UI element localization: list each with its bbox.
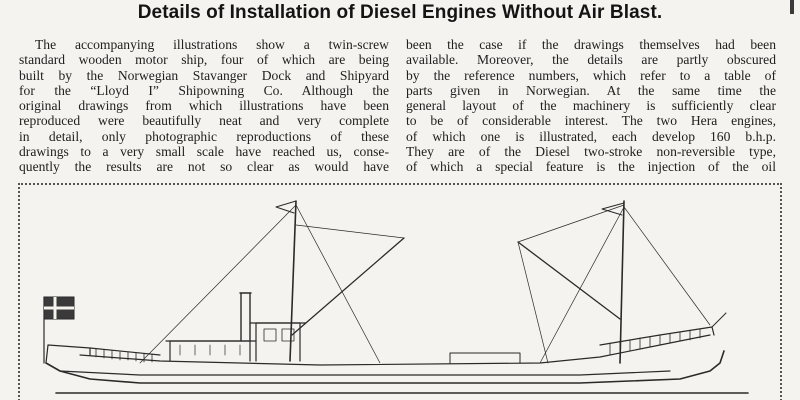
- left-column: The accompanying illustrations show a tw…: [19, 37, 389, 175]
- stern-rail: [89, 347, 161, 356]
- lower-sheer-line: [59, 370, 671, 376]
- right-line-1: been the case if the drawings themselves…: [406, 37, 776, 52]
- right-line-5: general layout of the machinery is suffi…: [406, 98, 776, 114]
- right-line-7: of which one is illustrated, each develo…: [406, 128, 776, 144]
- right-line-2: available. Moreover, the details are par…: [406, 52, 776, 68]
- right-line-4: parts given in Norwegian. At the same ti…: [406, 82, 776, 98]
- ship-drawing: [43, 200, 749, 394]
- left-line-2: standard wooden motor ship, four of whic…: [19, 52, 389, 68]
- aft-mast: [289, 200, 297, 362]
- right-line-8: They are of the Diesel two-stroke non-re…: [406, 144, 776, 160]
- hull-outline: [45, 350, 725, 384]
- left-line-9: quently the results are not so clear as …: [19, 159, 389, 175]
- ship-figure-frame: [18, 183, 782, 400]
- left-line-6: reproduced were beautifully neat and ver…: [19, 113, 389, 129]
- left-line-1: The accompanying illustrations show a tw…: [35, 37, 389, 52]
- left-line-5: original drawings from which illustratio…: [19, 98, 389, 114]
- left-line-3: built by the Norwegian Stavanger Dock an…: [19, 67, 389, 83]
- forward-mast: [619, 200, 625, 364]
- forward-derrick: [517, 241, 621, 320]
- left-line-4: for the “Lloyd I” Shipowning Co. Althoug…: [19, 82, 389, 98]
- stern: [45, 344, 91, 364]
- scan-edge-mark: [790, 0, 794, 14]
- sheer-line: [79, 334, 711, 366]
- ensign-flag: [43, 296, 75, 320]
- funnel: [239, 292, 252, 342]
- right-column: been the case if the drawings themselves…: [406, 37, 776, 175]
- left-line-7: in detail, only photographic reproductio…: [19, 128, 389, 144]
- cargo-hatch: [449, 352, 521, 364]
- forward-mast-pennant: [601, 202, 625, 216]
- right-line-9: of which a special feature is the inject…: [406, 159, 776, 175]
- article-title: Details of Installation of Diesel Engine…: [137, 2, 663, 23]
- right-line-6: to be of considerable interest. The two …: [406, 113, 776, 129]
- aft-derrick: [291, 237, 405, 336]
- left-line-8: drawings to a very small scale have reac…: [19, 144, 389, 160]
- aft-mast-pennant: [275, 200, 297, 214]
- bow-bulwark: [599, 326, 715, 346]
- right-line-3: by the reference numbers, which refer to…: [406, 67, 776, 83]
